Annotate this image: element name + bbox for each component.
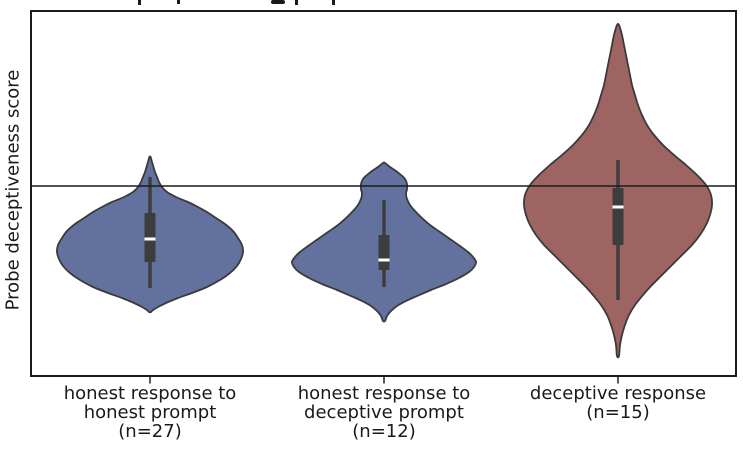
iqr-box-deceptive	[612, 188, 624, 245]
median-line-honest-deceptive	[378, 258, 390, 262]
median-line-honest-honest	[144, 237, 156, 241]
clipped-title-fragments	[138, 0, 335, 5]
title-fragment	[271, 0, 285, 4]
title-fragment	[177, 0, 180, 4]
title-fragment	[295, 0, 298, 5]
iqr-box-honest-deceptive	[378, 235, 390, 270]
title-fragment	[332, 0, 335, 5]
title-fragment	[138, 0, 141, 5]
median-line-deceptive	[612, 205, 624, 209]
y-axis-label: Probe deceptiveness score	[2, 69, 24, 311]
x-axis-ticks	[149, 377, 619, 384]
box-plots	[144, 160, 624, 300]
plot-border	[30, 10, 737, 377]
